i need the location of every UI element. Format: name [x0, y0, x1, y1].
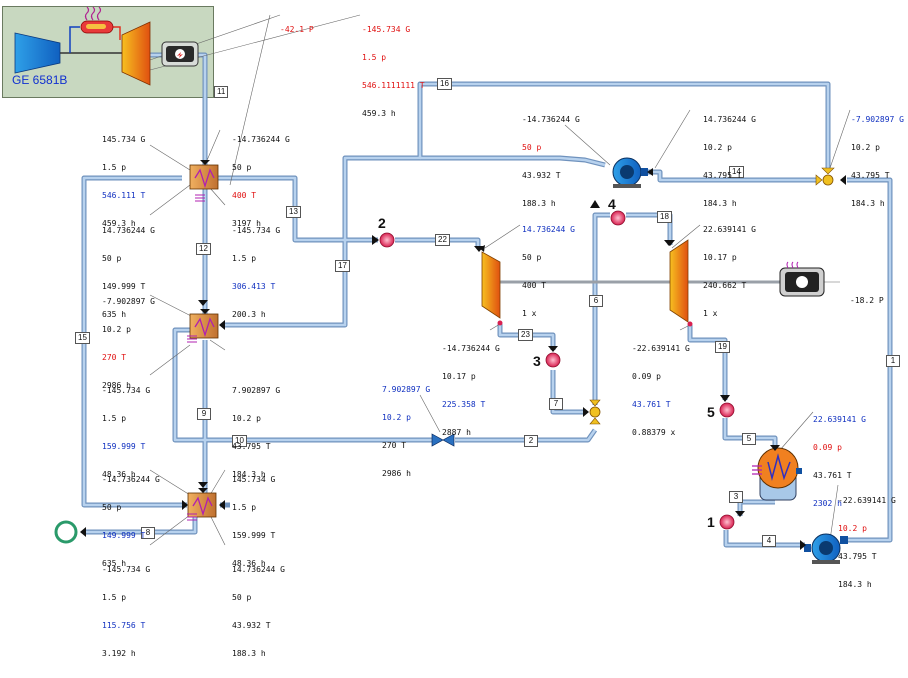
valve-icon[interactable] — [431, 433, 455, 447]
eco-gas-out-label: -145.734 G 1.5 p 115.756 T 3.192 h — [102, 564, 151, 659]
eco-water-out-label: -14.736244 G 50 p 149.999 T 635 h — [102, 474, 160, 569]
rh-water-in-label: 7.902897 G 10.2 p 43.795 T 184.3 h — [232, 385, 281, 480]
pipes — [81, 14, 893, 548]
condenser-icon[interactable] — [752, 447, 802, 501]
lpt-out-label: -22.639141 G 0.09 p 43.761 T 0.88379 x — [632, 343, 690, 438]
lp-turbine-icon — [669, 239, 689, 323]
hx-heat-icons — [187, 194, 205, 521]
stream-tag-9[interactable]: 9 — [197, 408, 211, 420]
mixer-icon[interactable] — [583, 399, 601, 425]
rh-steam-out-label: -7.902897 G 10.2 p 270 T 2986 h — [102, 296, 155, 391]
valve-label: 7.902897 G 10.2 p 270 T 2986 h — [382, 384, 431, 479]
node-3 — [545, 352, 561, 368]
eco-gas-in-label: 145.734 G 1.5 p 159.999 T 48.36 h — [232, 474, 276, 569]
splitter-label: -7.902897 G 10.2 p 43.795 T 184.3 h — [851, 114, 904, 209]
cond-in-label: 22.639141 G 0.09 p 43.761 T 2302 h — [813, 414, 866, 509]
point-number-3: 3 — [533, 353, 541, 369]
stream-tag-18[interactable]: 18 — [657, 211, 672, 223]
hp-pump-in-label: 14.736244 G 10.2 p 43.795 T 184.3 h — [703, 114, 756, 209]
flowsheet: GE 6581B — [2, 6, 904, 658]
gt-turbine-icon — [121, 21, 151, 86]
sh-gas-out-label: -145.734 G 1.5 p 306.413 T 200.3 h — [232, 225, 281, 320]
gas-turbine-graphic — [14, 6, 199, 86]
stream-tag-16[interactable]: 16 — [437, 78, 452, 90]
splitter-icon[interactable] — [815, 167, 846, 186]
point-number-4: 4 — [608, 196, 616, 212]
cond-pump-out-label: -22.639141 G 10.2 p 43.795 T 184.3 h — [838, 495, 896, 590]
node-2 — [379, 232, 395, 248]
point-number-2: 2 — [378, 215, 386, 231]
st-generator-icon[interactable] — [779, 261, 825, 297]
gas-turbine-name: GE 6581B — [12, 73, 68, 87]
stream-tag-4[interactable]: 4 — [762, 535, 776, 547]
stream-tag-10[interactable]: 10 — [232, 435, 247, 447]
stream-tag-7[interactable]: 7 — [549, 398, 563, 410]
stream-tag-3[interactable]: 3 — [729, 491, 743, 503]
stream-tag-12[interactable]: 12 — [196, 243, 211, 255]
flow-arrows — [198, 168, 806, 550]
sh-steam-in-label: 14.736244 G 50 p 149.999 T 635 h — [102, 225, 155, 320]
reheater-hx[interactable] — [189, 309, 225, 339]
superheater-hx[interactable] — [189, 160, 219, 190]
eco-water-in-label: 14.736244 G 50 p 43.932 T 188.3 h — [232, 564, 285, 659]
point-number-1: 1 — [707, 514, 715, 530]
point-number-5: 5 — [707, 404, 715, 420]
hrsg-gas-in-label: 145.734 G 1.5 p 546.111 T 459.3 h — [102, 134, 146, 229]
stream-tag-13[interactable]: 13 — [286, 206, 301, 218]
point-nodes — [379, 210, 735, 530]
hp-turbine-icon — [481, 251, 501, 319]
st-power-label: -18.2 P — [850, 295, 884, 305]
hpt-in-label: 14.736244 G 50 p 400 T 1 x — [522, 224, 575, 319]
stream-tag-8[interactable]: 8 — [141, 527, 155, 539]
sh-steam-out-label: -14.736244 G 50 p 400 T 3197 h — [232, 134, 290, 229]
diagram-canvas — [14, 6, 893, 564]
gt-power-label: -42.1 P — [280, 24, 314, 34]
cond-pump-icon[interactable] — [804, 533, 848, 564]
stream-tag-22[interactable]: 22 — [435, 234, 450, 246]
compressor-icon — [14, 32, 61, 74]
hp-pump-icon[interactable] — [612, 157, 648, 188]
rh-gas-out-label: -145.734 G 1.5 p 159.999 T 48.36 h — [102, 385, 151, 480]
stream-tag-19[interactable]: 19 — [715, 341, 730, 353]
stream-tag-6[interactable]: 6 — [589, 295, 603, 307]
stream-tag-11[interactable]: 11 — [214, 86, 229, 98]
node-5 — [719, 402, 735, 418]
node-4 — [610, 210, 626, 226]
node-1 — [719, 514, 735, 530]
economizer-hx[interactable] — [182, 488, 225, 518]
hpt-out-label: -14.736244 G 10.17 p 225.358 T 2887 h — [442, 343, 500, 438]
gt-exhaust-label: -145.734 G 1.5 p 546.1111111 T 459.3 h — [362, 24, 425, 119]
sink-icon[interactable] — [54, 520, 86, 544]
fuel-icon — [84, 6, 102, 21]
lpt-in-label: 22.639141 G 10.17 p 240.662 T 1 x — [703, 224, 756, 319]
stream-tag-14[interactable]: 14 — [729, 166, 744, 178]
stream-tag-5[interactable]: 5 — [742, 433, 756, 445]
stream-tag-17[interactable]: 17 — [335, 260, 350, 272]
hp-pump-out-label: -14.736244 G 50 p 43.932 T 188.3 h — [522, 114, 580, 209]
stream-tag-15[interactable]: 15 — [75, 332, 90, 344]
stream-tag-1[interactable]: 1 — [886, 355, 900, 367]
stream-tag-2[interactable]: 2 — [524, 435, 538, 447]
stream-tag-23[interactable]: 23 — [518, 329, 533, 341]
